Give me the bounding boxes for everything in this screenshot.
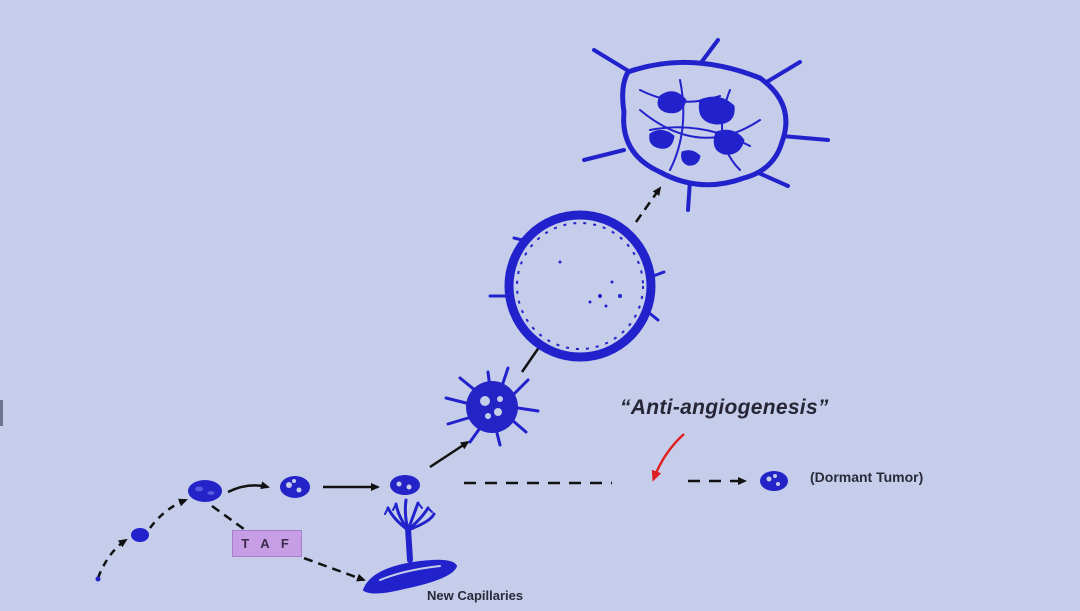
taf-badge: T A F <box>232 530 302 557</box>
inhibit-arrow <box>651 433 685 482</box>
capillary-bed <box>362 498 458 594</box>
arrow-to-metastatic <box>634 186 662 223</box>
arrow-to-capillaries <box>211 504 364 580</box>
arrow-start <box>96 538 128 579</box>
small-cell <box>131 528 149 542</box>
spiky-tumor <box>444 366 540 447</box>
vascularized-nodule <box>390 475 420 495</box>
cell-aggregate <box>280 476 310 498</box>
anti-angiogenesis-label: “Anti-angiogenesis” <box>620 396 829 419</box>
dormant-tumor <box>760 471 788 491</box>
tiny-cell <box>95 576 101 582</box>
large-tumor <box>488 210 666 362</box>
arrow-cluster-to-cell <box>227 481 270 494</box>
taf-label: T A F <box>241 536 293 551</box>
new-capillaries-label: New Capillaries <box>427 588 524 603</box>
edge-mark <box>0 400 3 426</box>
arrow-to-spiky <box>429 440 470 469</box>
metastatic-tumor <box>582 38 830 212</box>
cell-cluster <box>188 480 222 502</box>
arrow-to-cluster <box>149 498 188 529</box>
dormant-tumor-label: (Dormant Tumor) <box>810 469 924 485</box>
